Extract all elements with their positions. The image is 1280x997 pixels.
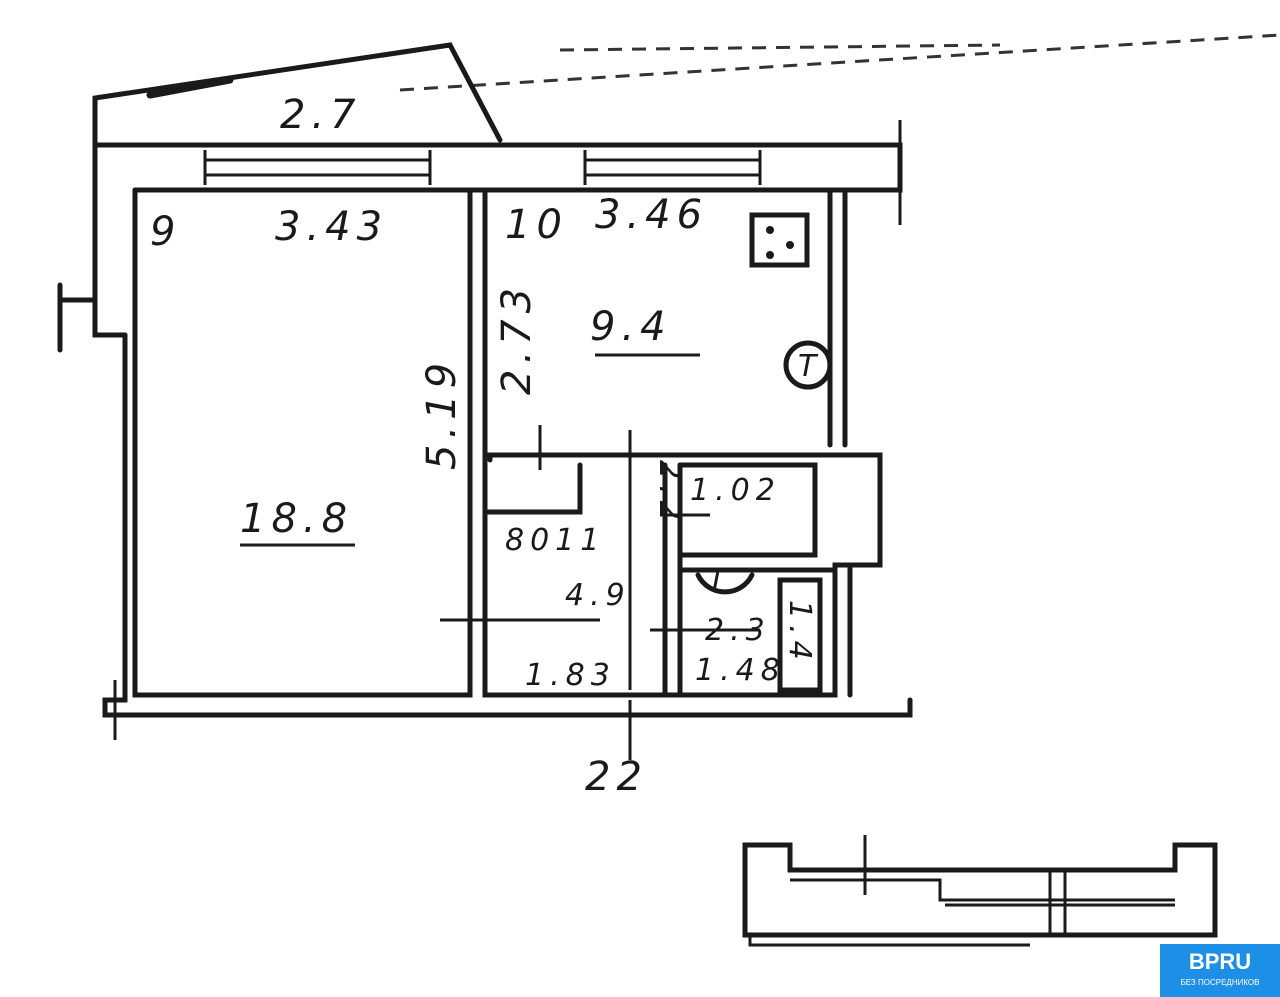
hall-length: 1.83 bbox=[525, 658, 616, 693]
balcony bbox=[92, 42, 503, 153]
room-9-area: 18.8 bbox=[240, 496, 353, 542]
stove-symbol: T bbox=[798, 349, 822, 384]
room-9-length: 5.19 bbox=[419, 357, 465, 470]
room-9-width: 3.43 bbox=[275, 204, 388, 250]
balcony-depth: 2.7 bbox=[280, 92, 362, 138]
room-10-area: 9.4 bbox=[590, 304, 672, 350]
room-10-length: 2.73 bbox=[494, 282, 540, 395]
room-10-width: 3.46 bbox=[595, 192, 708, 238]
scan-dashes bbox=[399, 33, 1280, 92]
hall-width: 2.2 bbox=[652, 460, 687, 526]
logo-tagline: БЕЗ ПОСРЕДНИКОВ bbox=[1180, 978, 1260, 987]
logo-brand: BPRU bbox=[1188, 949, 1252, 974]
room-9-number: 9 bbox=[150, 209, 181, 255]
wc-side: 1.4 bbox=[782, 600, 817, 666]
stove-circle bbox=[783, 340, 833, 390]
room-10-number: 10 bbox=[505, 202, 568, 248]
bpru-logo: BPRU БЕЗ ПОСРЕДНИКОВ bbox=[1160, 944, 1280, 997]
wc-dim: 1.48 bbox=[695, 653, 786, 688]
hall-label: 8011 bbox=[505, 523, 605, 558]
toilet-symbol: I bbox=[712, 563, 727, 598]
bath-label: 1.02 bbox=[690, 473, 781, 508]
wc-area: 2.3 bbox=[705, 613, 771, 648]
hall-area: 4.9 bbox=[565, 578, 631, 613]
total-width: 22 bbox=[585, 754, 648, 800]
walls bbox=[57, 120, 913, 760]
mini-plan bbox=[742, 835, 1218, 947]
